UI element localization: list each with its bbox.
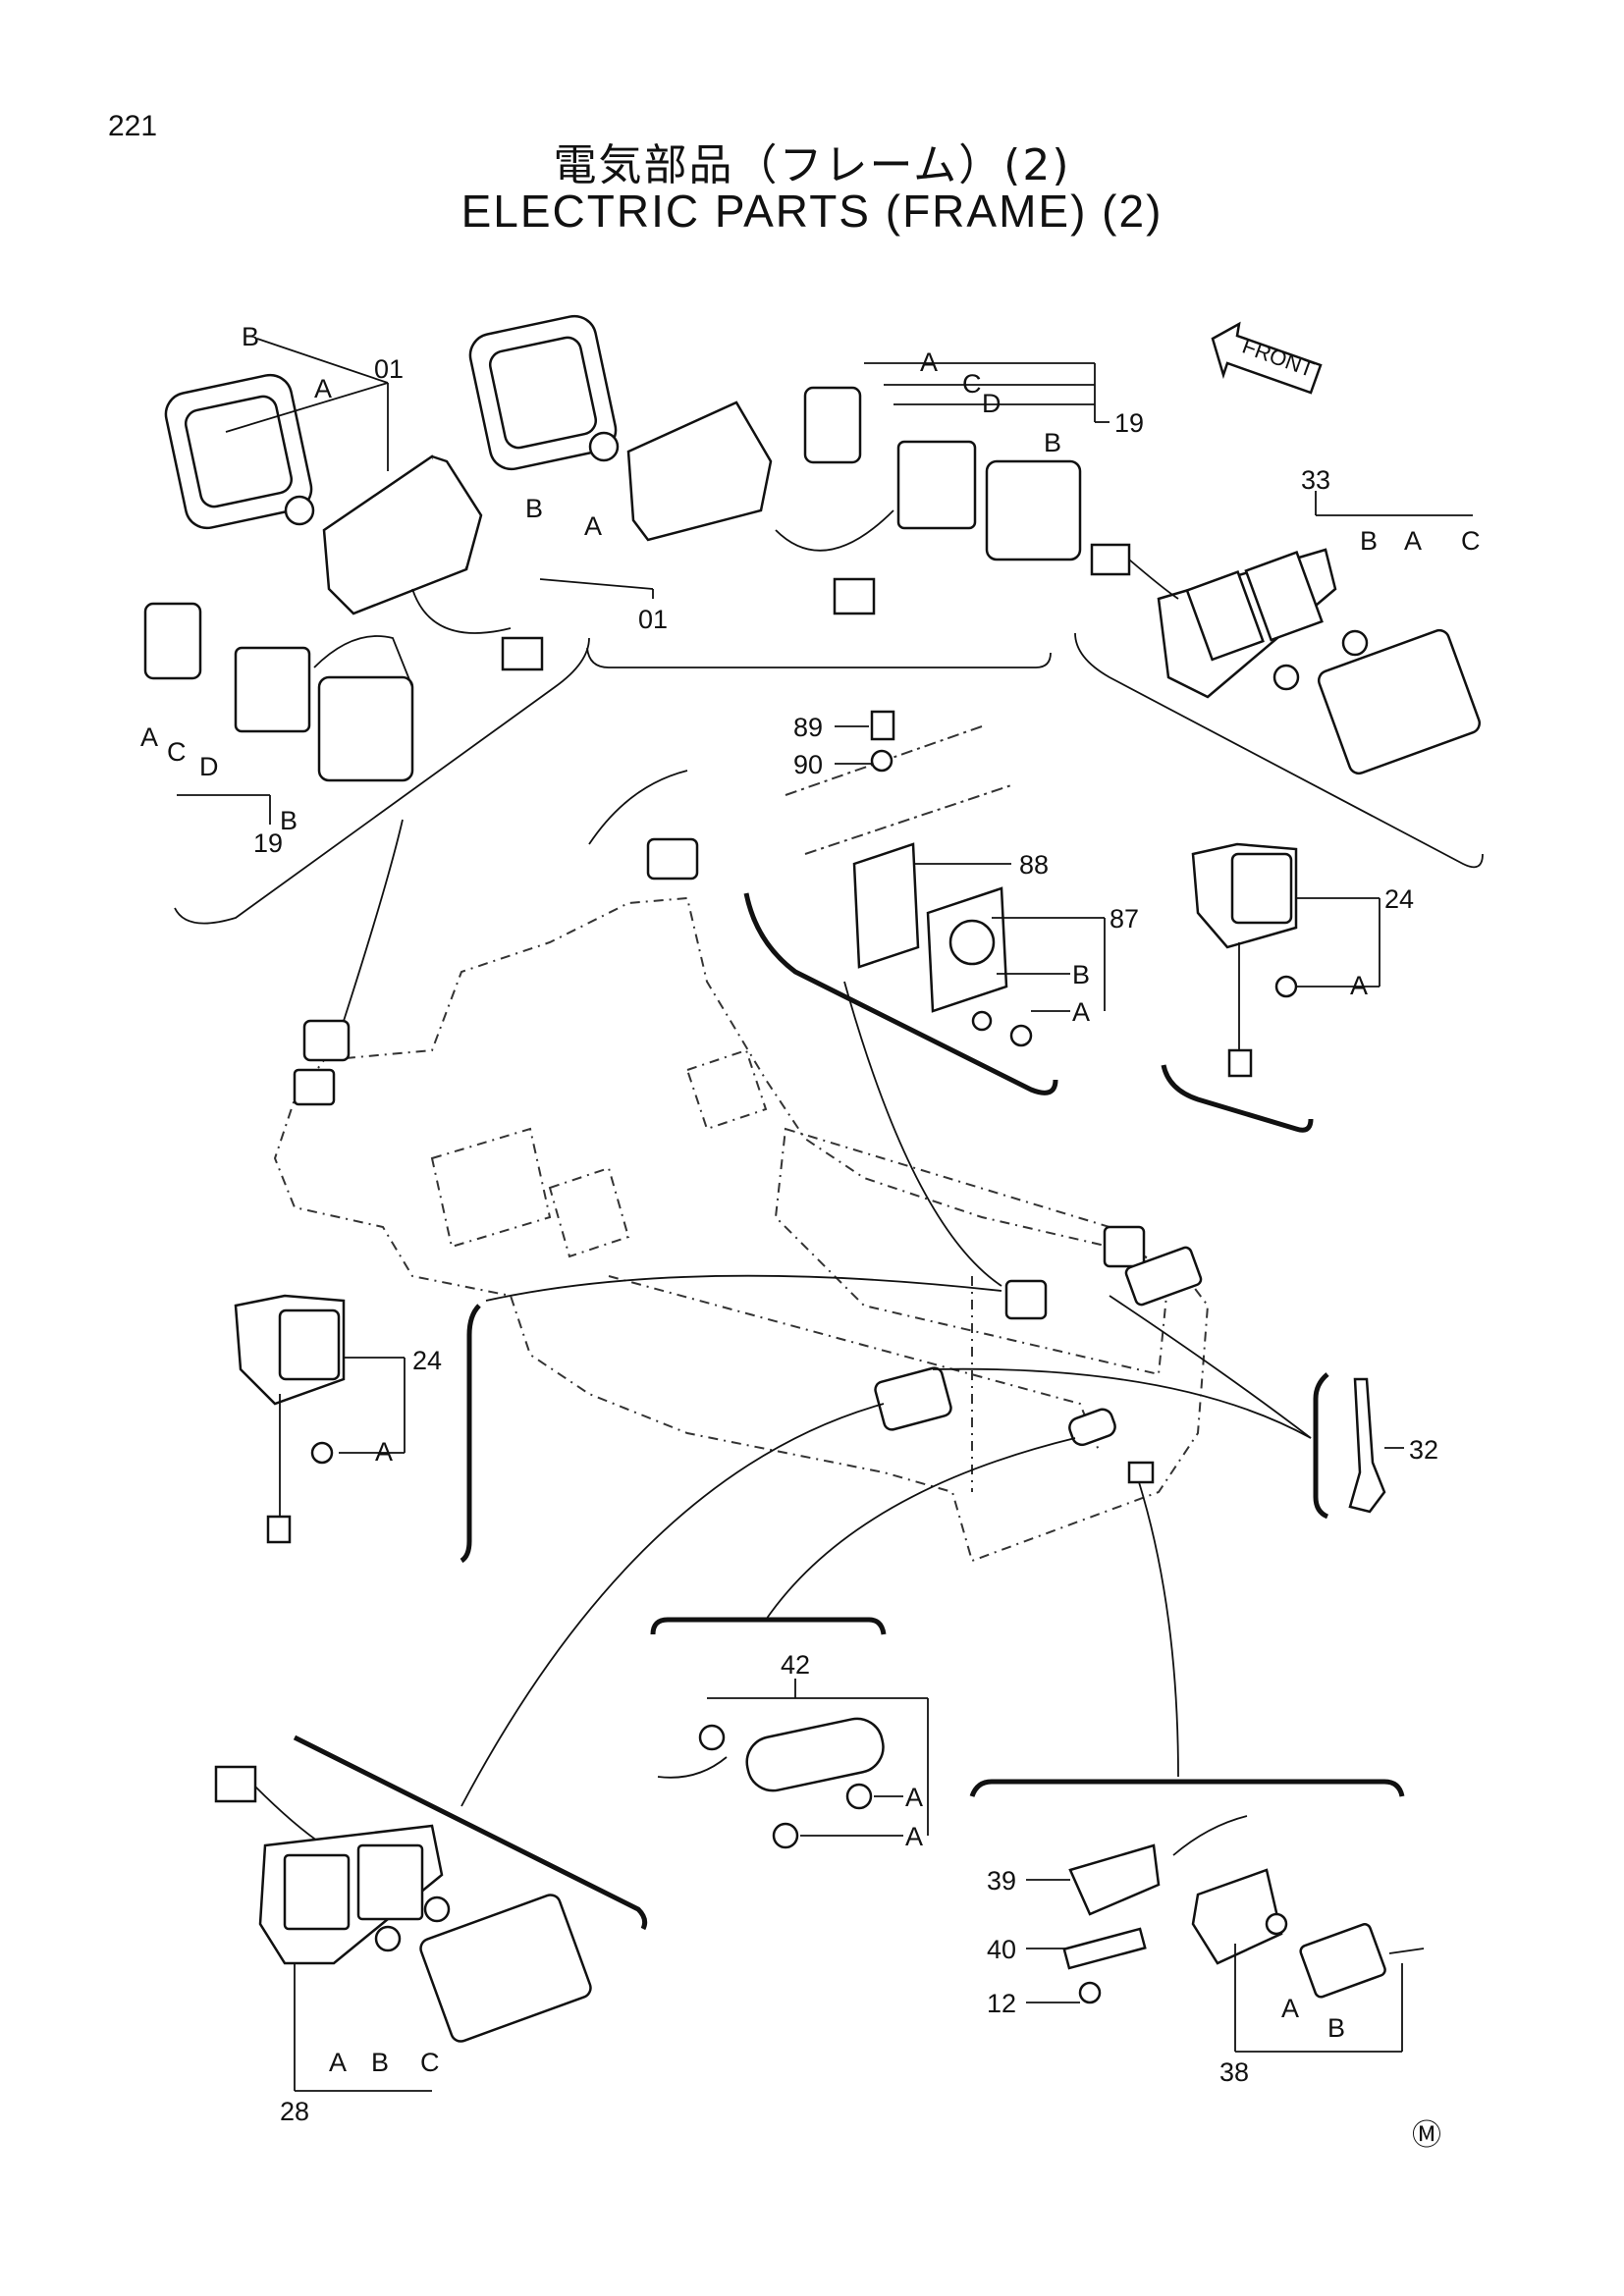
front-arrow-icon: FRONT — [1211, 321, 1323, 395]
label-a-1: A — [314, 374, 332, 403]
label-c-2: C — [962, 369, 982, 399]
label-d-2: D — [982, 389, 1001, 418]
frame-license-lamp — [1068, 1408, 1116, 1447]
label-d-1: D — [199, 752, 219, 781]
label-b-3: B — [525, 494, 543, 523]
callout-89: 89 — [793, 713, 823, 742]
maker-mark: Ⓜ — [1412, 2119, 1441, 2152]
label-a-9: A — [905, 1783, 923, 1812]
label-a-8: A — [375, 1437, 393, 1467]
lamp-38-assembly: 39 40 12 38 A B — [969, 1779, 1425, 2087]
callout-87: 87 — [1110, 904, 1139, 934]
label-a-10: A — [905, 1822, 923, 1851]
label-b-6: B — [1072, 960, 1090, 989]
callout-39: 39 — [987, 1866, 1016, 1896]
label-c-4: C — [420, 2048, 440, 2077]
label-a-12: A — [329, 2048, 347, 2077]
label-a-5: A — [1404, 526, 1422, 556]
label-a-7: A — [1350, 971, 1368, 1000]
callout-01-b: 01 — [638, 605, 668, 634]
frame-connector-3 — [646, 837, 699, 881]
callout-33: 33 — [1301, 465, 1330, 495]
callout-19-b: 19 — [1114, 408, 1144, 438]
label-a-11: A — [1281, 1994, 1299, 2023]
horn-bracket-assembly: 89 90 88 87 B A — [743, 710, 1139, 1095]
frame-lower-lamp — [1127, 1461, 1155, 1484]
label-b-8: B — [371, 2048, 389, 2077]
work-lamp-24-left: 24 A — [234, 1294, 481, 1564]
label-b-1: B — [242, 322, 259, 351]
label-a-2: A — [140, 722, 158, 752]
label-a-3: A — [584, 511, 602, 541]
combination-lamp-28: 28 A B C — [214, 1735, 648, 2126]
callout-40: 40 — [987, 1935, 1016, 1964]
work-lamp-assembly-left: 01 B A 19 A C D B — [140, 322, 590, 925]
label-b-4: B — [1044, 428, 1061, 457]
label-a-4: A — [920, 347, 938, 377]
label-c-3: C — [1461, 526, 1481, 556]
title-english: ELECTRIC PARTS (FRAME) (2) — [460, 186, 1164, 237]
machine-frame-outline — [273, 896, 1210, 1563]
page-number: 221 — [108, 110, 158, 142]
callout-38: 38 — [1219, 2057, 1249, 2087]
callout-24-a: 24 — [1384, 884, 1414, 914]
label-b-5: B — [1360, 526, 1378, 556]
frame-combination-lamp — [1124, 1246, 1203, 1307]
frame-connector-1 — [302, 1019, 351, 1062]
callout-01-a: 01 — [374, 354, 404, 384]
label-b-2: B — [280, 806, 298, 835]
callout-28: 28 — [280, 2097, 309, 2126]
label-a-6: A — [1072, 997, 1090, 1027]
work-lamp-assembly-center: 01 B A 19 A C D B — [468, 314, 1144, 668]
callout-24-b: 24 — [412, 1346, 442, 1375]
work-lamp-24-right: 24 A — [1161, 842, 1414, 1133]
frame-combination-lamp-left — [874, 1366, 952, 1431]
label-b-7: B — [1327, 2013, 1345, 2043]
title-japanese: 電気部品（フレーム）(2) — [553, 140, 1071, 190]
clamp-32: 32 — [1313, 1372, 1438, 1520]
callout-19-a: 19 — [253, 828, 283, 858]
callout-88: 88 — [1019, 850, 1049, 880]
frame-work-lamp — [1103, 1225, 1146, 1268]
label-c-1: C — [167, 737, 187, 767]
callout-12: 12 — [987, 1989, 1016, 2018]
combination-lamp-assembly-33: 33 B A C — [1074, 465, 1484, 869]
callout-32: 32 — [1409, 1435, 1438, 1465]
callout-90: 90 — [793, 750, 823, 779]
license-lamp-42: 42 A A — [650, 1617, 929, 1851]
frame-horn — [1004, 1279, 1048, 1320]
callout-42: 42 — [781, 1650, 810, 1680]
frame-connector-2 — [293, 1068, 336, 1106]
